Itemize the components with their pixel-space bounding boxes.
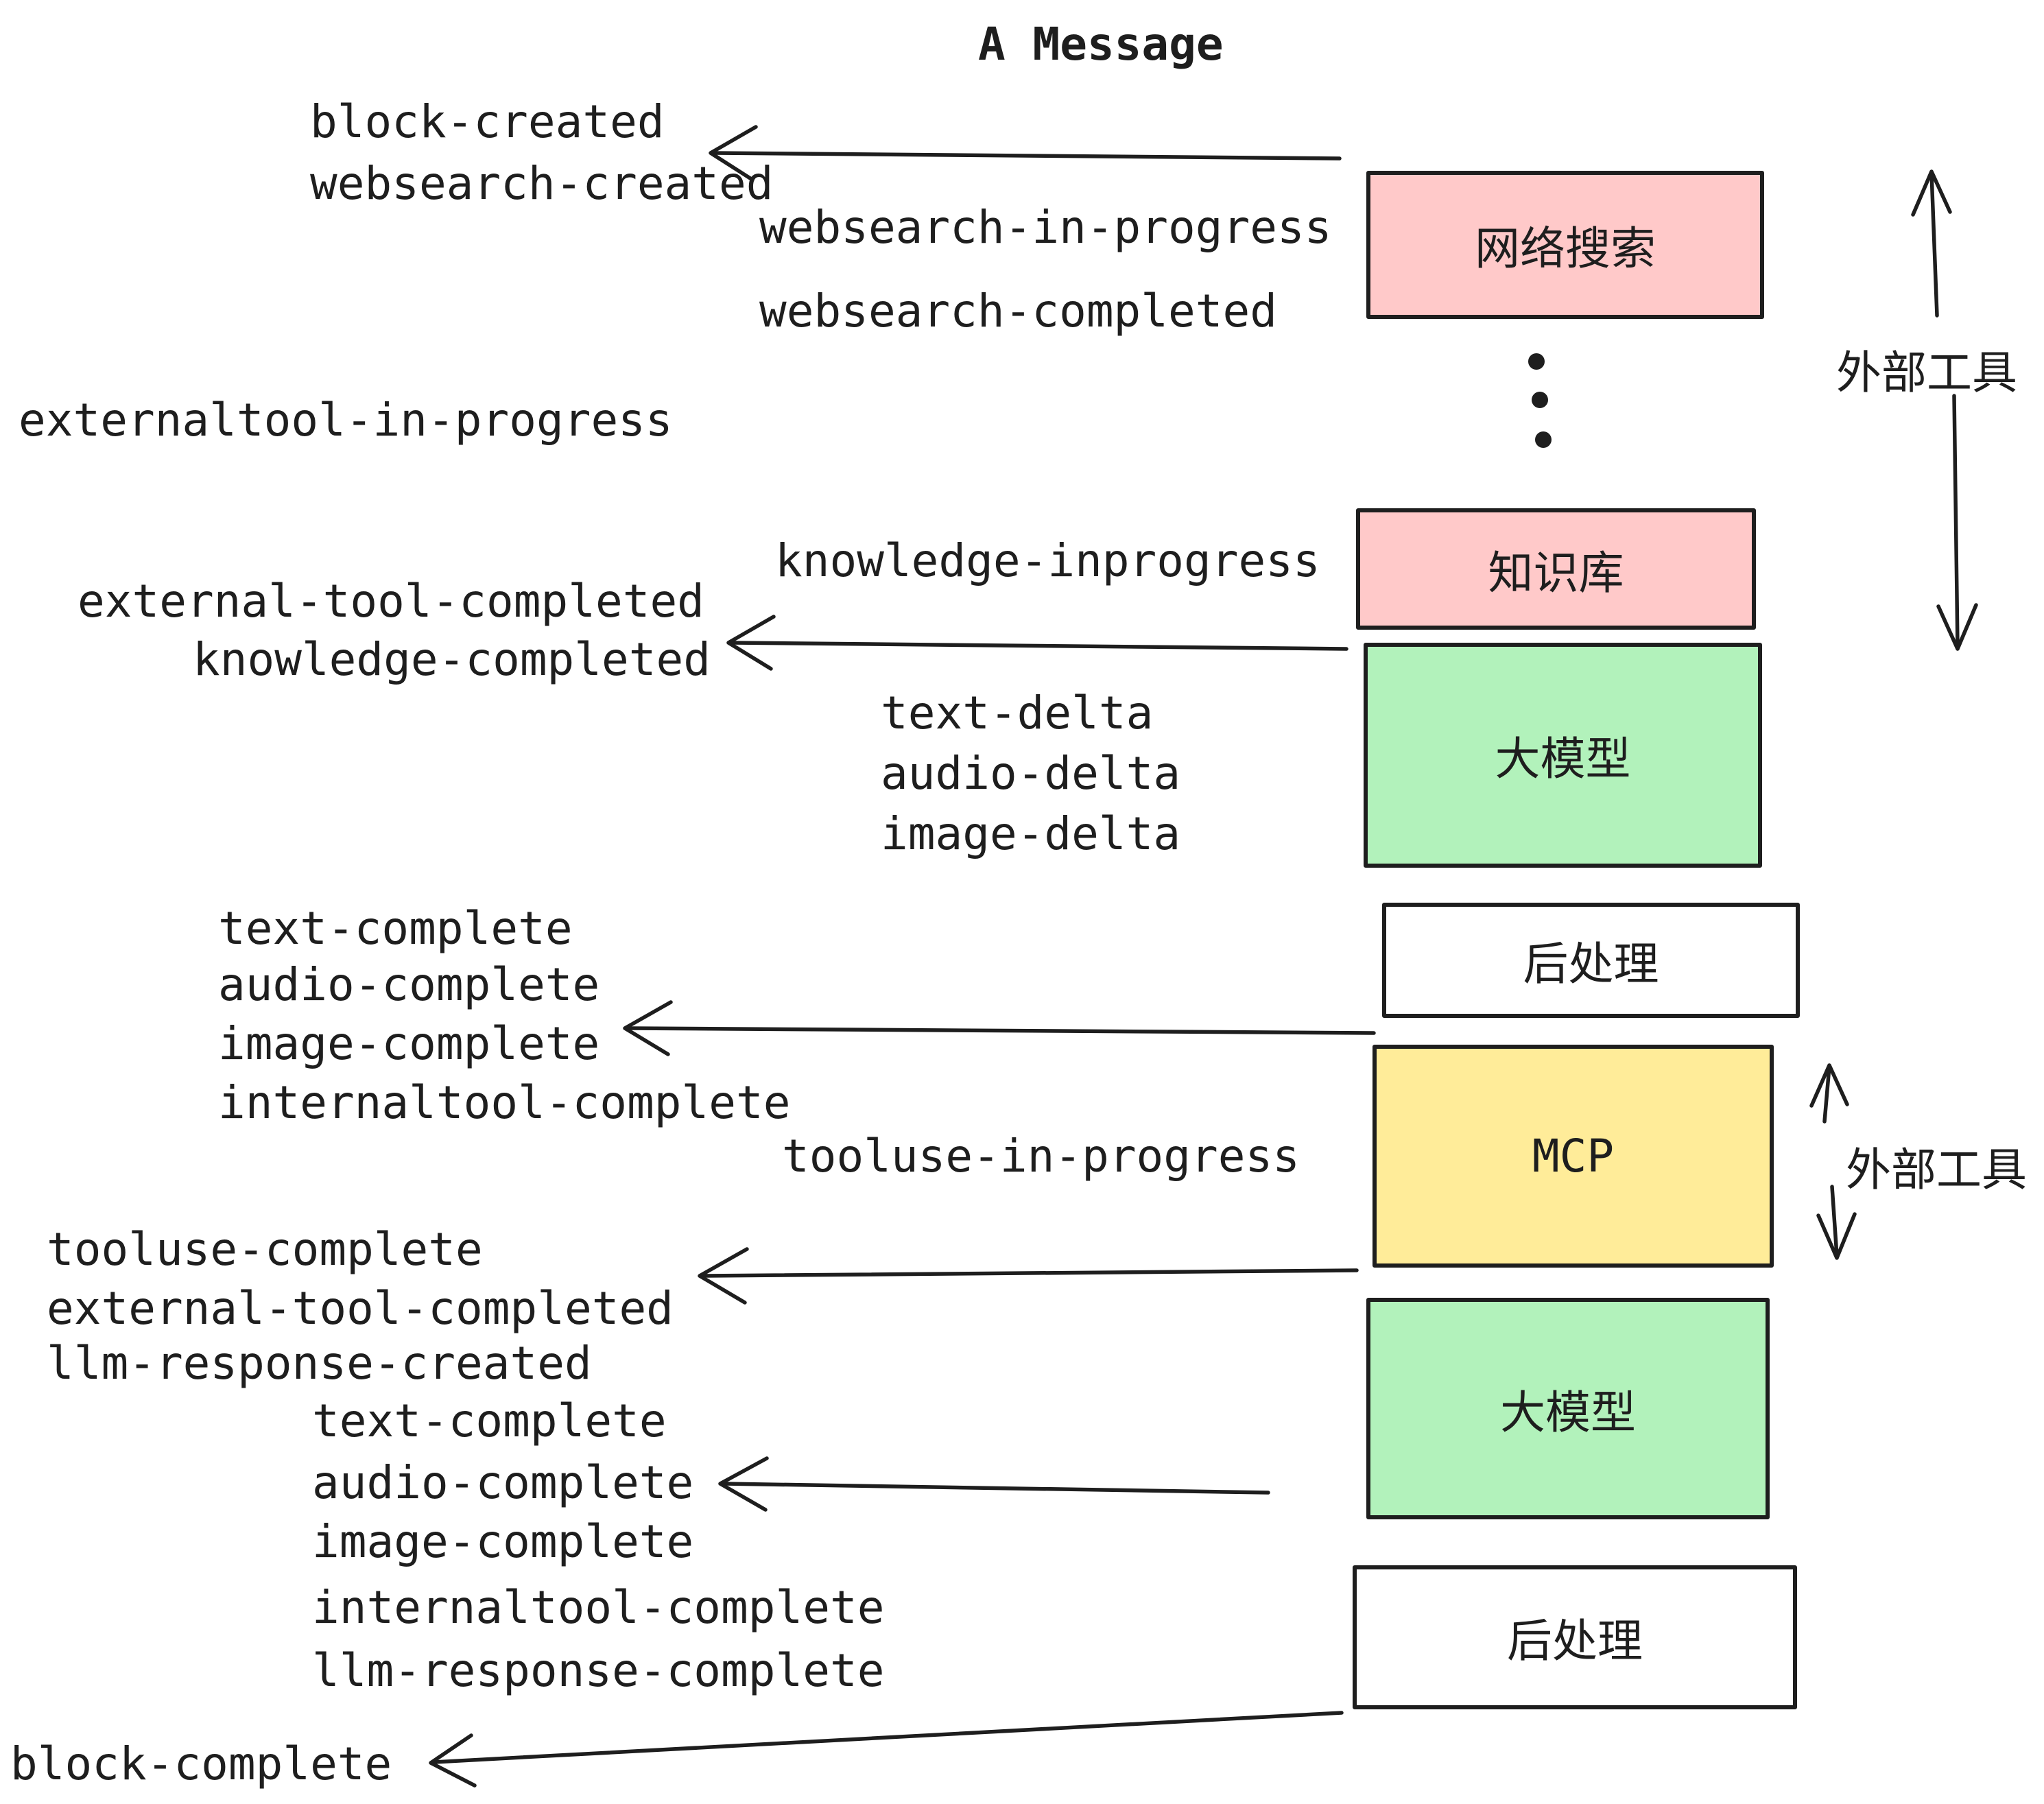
event-tooluse-in-progress: tooluse-in-progress — [782, 1130, 1300, 1183]
diagram-title: A Message — [978, 18, 1224, 71]
box-llm-2-label: 大模型 — [1500, 1386, 1636, 1439]
arrow-to-knowledge-completed — [726, 615, 1348, 671]
arrow-to-audio-complete — [718, 1456, 1270, 1512]
box-postprocess-2: 后处理 — [1353, 1565, 1797, 1709]
arrow-to-tooluse-complete — [698, 1247, 1359, 1305]
arrow-to-block-complete — [429, 1711, 1344, 1788]
event-block-complete: block-complete — [10, 1737, 392, 1790]
external-tools-span-top-down-arrow — [1936, 394, 1978, 651]
box-llm-1-label: 大模型 — [1495, 733, 1631, 785]
arrow-to-block-created — [709, 125, 1342, 182]
event-llm-response-created: llm-response-created — [47, 1337, 592, 1390]
box-postprocess-2-label: 后处理 — [1507, 1615, 1643, 1667]
event-tooluse-complete: tooluse-complete — [47, 1223, 483, 1276]
box-llm-2: 大模型 — [1366, 1298, 1770, 1519]
event-internaltool-complete-2: internaltool-complete — [312, 1581, 885, 1634]
event-audio-complete: audio-complete — [218, 958, 600, 1011]
event-audio-complete-2: audio-complete — [312, 1456, 694, 1509]
event-internaltool-complete: internaltool-complete — [218, 1076, 791, 1129]
event-websearch-in-progress: websearch-in-progress — [759, 201, 1332, 254]
arrow-to-image-complete — [623, 1000, 1376, 1056]
box-postprocess-1-label: 后处理 — [1523, 938, 1659, 990]
external-tools-span-top-up-arrow — [1911, 169, 1952, 318]
ellipsis-dots — [1528, 353, 1552, 448]
event-websearch-completed: websearch-completed — [759, 285, 1277, 337]
box-postprocess-1: 后处理 — [1382, 903, 1800, 1018]
event-text-complete: text-complete — [218, 902, 573, 955]
external-tools-label-bottom: 外部工具 — [1846, 1143, 2027, 1196]
event-audio-delta: audio-delta — [881, 747, 1181, 800]
box-knowledge-label: 知识库 — [1488, 546, 1624, 600]
event-text-delta: text-delta — [881, 687, 1154, 739]
box-mcp-label: MCP — [1532, 1130, 1615, 1183]
event-externaltool-in-progress: externaltool-in-progress — [19, 394, 673, 447]
event-websearch-created: websearch-created — [310, 157, 774, 210]
external-tools-label-top: 外部工具 — [1836, 346, 2017, 399]
event-llm-response-complete: llm-response-complete — [312, 1644, 885, 1697]
box-websearch: 网络搜索 — [1366, 171, 1764, 319]
event-image-complete: image-complete — [218, 1017, 600, 1070]
box-knowledge: 知识库 — [1356, 508, 1756, 630]
event-image-complete-2: image-complete — [312, 1515, 694, 1568]
event-knowledge-inprogress: knowledge-inprogress — [775, 534, 1320, 587]
event-image-delta: image-delta — [881, 807, 1181, 860]
event-external-tool-completed: external-tool-completed — [78, 575, 704, 628]
event-knowledge-completed: knowledge-completed — [193, 633, 711, 686]
box-llm-1: 大模型 — [1364, 643, 1762, 868]
external-tools-span-bottom-up-arrow — [1809, 1063, 1849, 1124]
event-block-created: block-created — [310, 95, 665, 148]
event-external-tool-completed-2: external-tool-completed — [47, 1282, 674, 1335]
box-mcp: MCP — [1372, 1045, 1774, 1268]
box-websearch-label: 网络搜索 — [1475, 222, 1656, 275]
event-text-complete-2: text-complete — [312, 1394, 667, 1447]
